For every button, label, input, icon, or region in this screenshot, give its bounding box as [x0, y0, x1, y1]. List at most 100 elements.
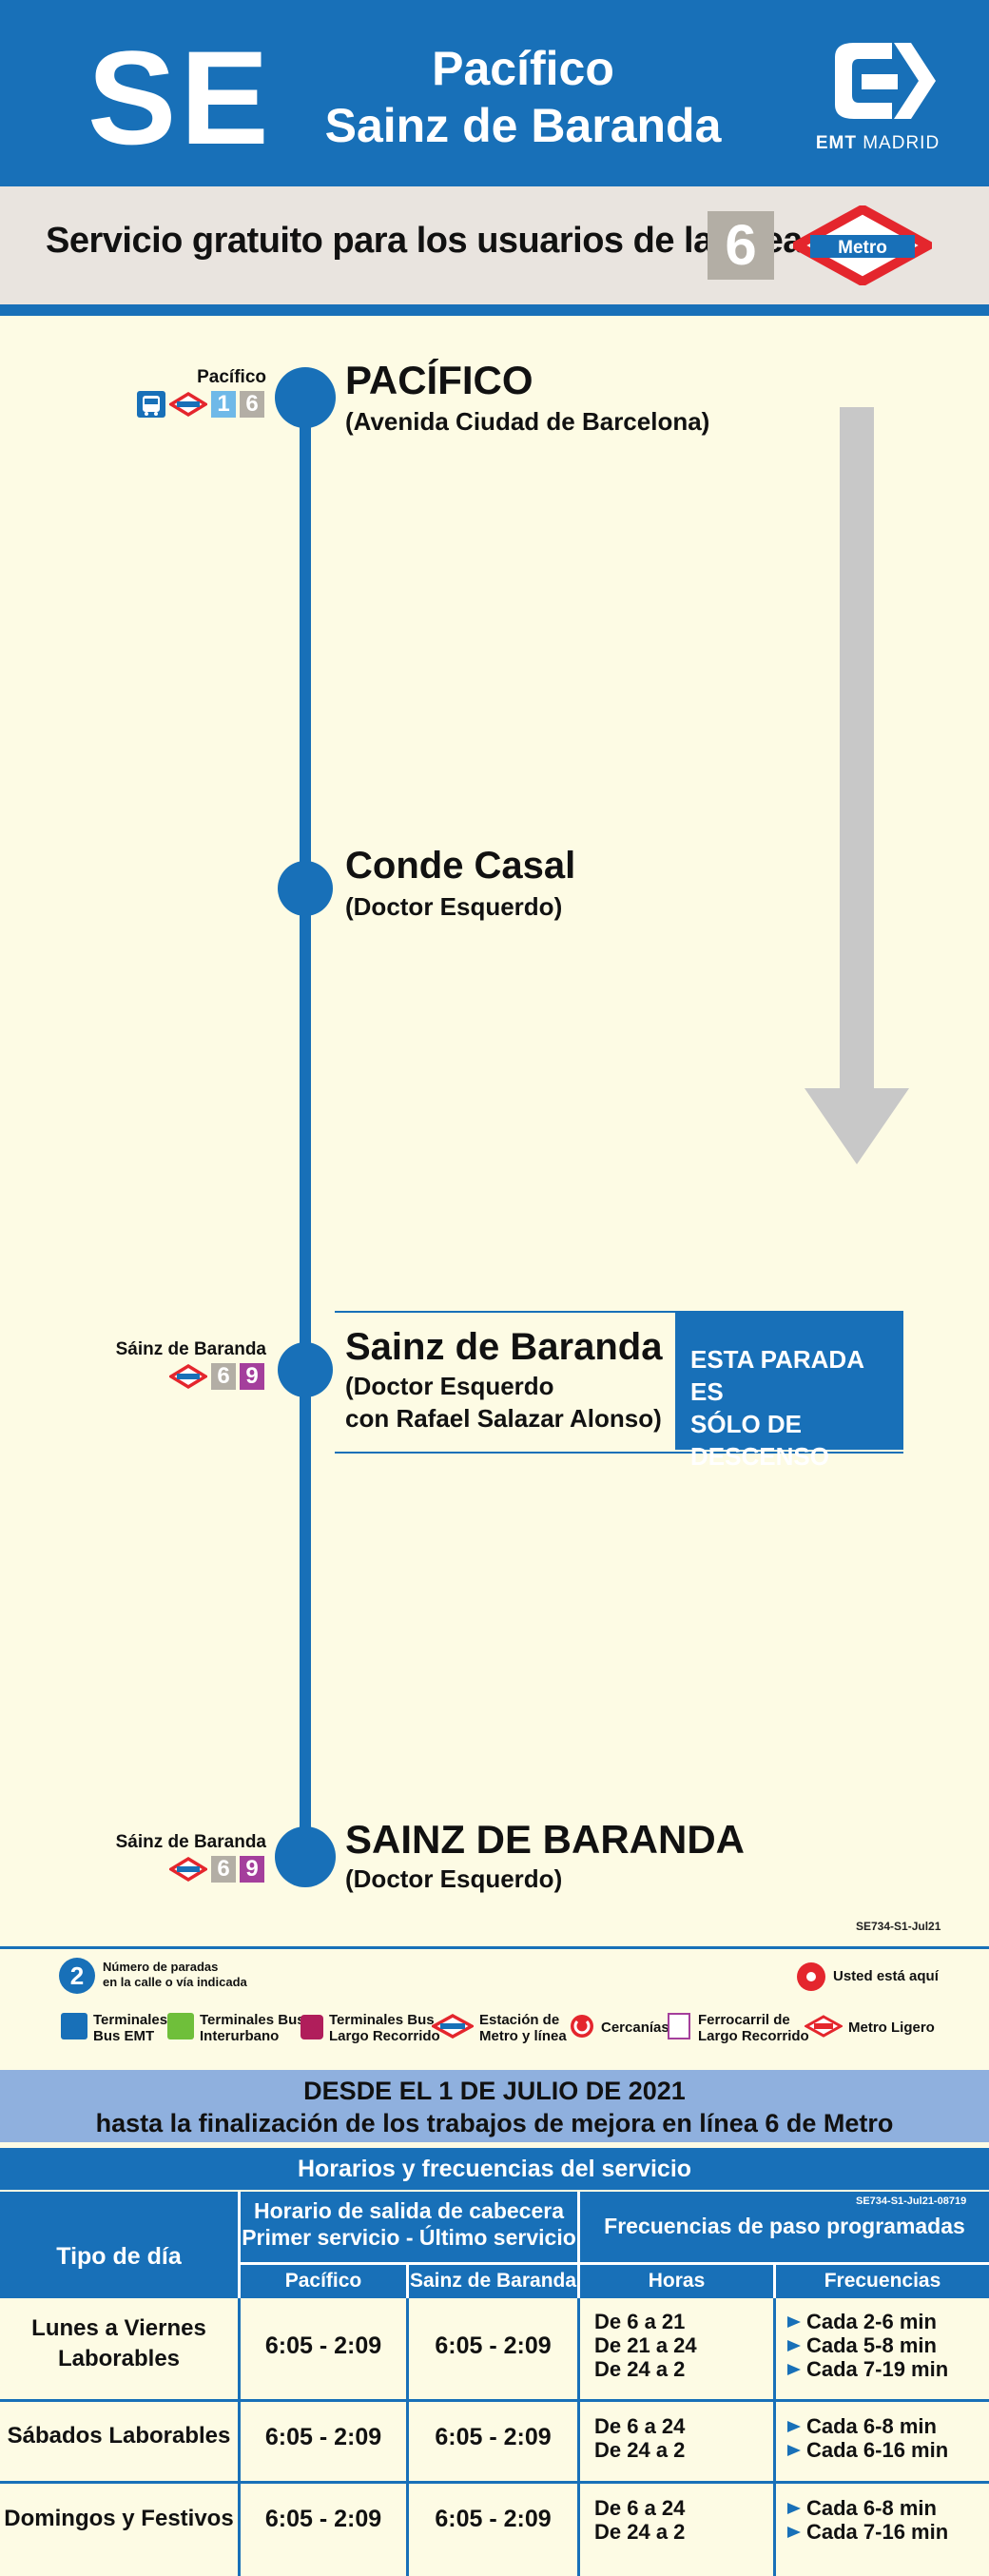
- alighting-only-note: ESTA PARADA ES SÓLO DE DESCENSO: [690, 1345, 863, 1471]
- arrow-icon: [787, 2444, 801, 2456]
- timetable-title: Horarios y frecuencias del servicio: [0, 2148, 989, 2190]
- header-divider-v: [773, 2265, 776, 2298]
- metro-line-badge: 6: [240, 391, 264, 418]
- bus-terminal-icon: [137, 391, 165, 418]
- col-frequencies: Frecuencias de paso programadas: [604, 2214, 965, 2238]
- col-sainz: Sainz de Baranda: [409, 2270, 577, 2292]
- table-cell-sainz: 6:05 - 2:09: [435, 2506, 552, 2532]
- long-distance-rail-icon: [668, 2013, 690, 2039]
- table-cell-hours: De 6 a 21 De 21 a 24 De 24 a 2: [594, 2310, 697, 2381]
- metro-line-badge: 6: [211, 1856, 236, 1883]
- svg-text:Metro: Metro: [838, 238, 887, 258]
- long-distance-bus-icon: [301, 2015, 323, 2039]
- legend-metro-ligero: Metro Ligero: [848, 2020, 935, 2036]
- legend-stops-count: Número de paradas en la calle o vía indi…: [103, 1960, 247, 1989]
- table-cell-freqs: Cada 6-8 min Cada 7-16 min: [787, 2496, 948, 2544]
- stop-name-conde-casal: Conde Casal: [345, 845, 576, 887]
- table-cell-hours: De 6 a 24 De 24 a 2: [594, 2414, 686, 2462]
- metro-station-icon: [169, 1363, 207, 1390]
- table-cell-pacifico: 6:05 - 2:09: [264, 2506, 382, 2532]
- metro-line-badge: 1: [211, 391, 236, 418]
- metro-logo-icon: Metro: [793, 205, 932, 285]
- metro-line-badge: 6: [211, 1363, 236, 1390]
- cercanias-icon: [571, 2015, 593, 2038]
- legend-cercanias: Cercanías: [601, 2020, 669, 2036]
- metro-station-icon: [169, 391, 207, 418]
- stop-street-conde-casal: (Doctor Esquerdo): [345, 892, 563, 921]
- emt-logo-icon: [835, 43, 936, 119]
- stop-name-sainz-terminal: SAINZ DE BARANDA: [345, 1817, 745, 1862]
- table-row-day: Domingos y Festivos: [4, 2506, 234, 2531]
- arrow-icon: [787, 2502, 801, 2514]
- bus-emt-icon: [61, 2013, 87, 2039]
- route-line: [300, 398, 311, 1863]
- alighting-only-box: [675, 1311, 903, 1450]
- metro-line-6-badge: 6: [708, 211, 774, 280]
- stop-street-pacifico: (Avenida Ciudad de Barcelona): [345, 407, 710, 436]
- stop-street-sainz-terminal: (Doctor Esquerdo): [345, 1864, 563, 1893]
- table-row-day: Sábados Laborables: [7, 2423, 231, 2449]
- stop-street-sainz-de-baranda: (Doctor Esquerdo con Rafael Salazar Alon…: [345, 1372, 662, 1433]
- col-divider: [773, 2298, 776, 2576]
- metro-station-icon: [169, 1856, 207, 1883]
- arrow-icon: [787, 2339, 801, 2352]
- arrow-icon: [787, 2363, 801, 2375]
- stop-dot-sainz-de-baranda: [278, 1342, 333, 1397]
- stop-dot-conde-casal: [278, 861, 333, 916]
- row-divider: [0, 2399, 989, 2402]
- header-bar: [0, 0, 989, 186]
- header-divider-v: [238, 2192, 241, 2298]
- stop-box-sainz-de-baranda: [335, 1311, 903, 1454]
- subheader-divider: [241, 2262, 989, 2265]
- metro-ligero-icon: [805, 2015, 843, 2038]
- connections-sainz: 6 9: [169, 1362, 264, 1391]
- table-row-day: Lunes a Viernes Laborables: [31, 2315, 206, 2371]
- col-departure: Horario de salida de cabecera Primer ser…: [242, 2198, 576, 2250]
- line-code: SE: [87, 23, 273, 172]
- stops-count-icon: 2: [59, 1958, 95, 1994]
- connections-pacifico: 1 6: [137, 390, 264, 419]
- connection-label-sainz-terminal: Sáinz de Baranda: [115, 1832, 266, 1852]
- header-divider: [0, 304, 989, 316]
- connection-label-pacifico: Pacífico: [197, 367, 266, 387]
- legend-you-are-here: Usted está aquí: [833, 1968, 939, 1984]
- table-cell-freqs: Cada 6-8 min Cada 6-16 min: [787, 2414, 948, 2462]
- you-are-here-icon: [797, 1962, 825, 1991]
- col-hours: Horas: [648, 2270, 706, 2292]
- col-pacifico: Pacífico: [284, 2270, 362, 2292]
- free-service-text: Servicio gratuito para los usuarios de l…: [46, 221, 803, 261]
- arrow-icon: [787, 2420, 801, 2432]
- route-title: Pacífico Sainz de Baranda: [304, 40, 742, 154]
- connections-sainz-terminal: 6 9: [169, 1855, 264, 1883]
- table-cell-pacifico: 6:05 - 2:09: [264, 2424, 382, 2450]
- direction-arrow-icon: [805, 407, 909, 1164]
- route-title-destination: Sainz de Baranda: [324, 99, 722, 152]
- stop-name-pacifico: PACÍFICO: [345, 358, 533, 402]
- header-divider-v: [577, 2192, 580, 2298]
- timetable-header: [0, 2192, 989, 2298]
- header-divider-v: [406, 2265, 409, 2298]
- operator-name: EMT MADRID: [815, 133, 941, 153]
- arrow-icon: [787, 2315, 801, 2328]
- row-divider: [0, 2481, 989, 2484]
- arrow-icon: [787, 2526, 801, 2538]
- col-divider: [406, 2298, 409, 2576]
- stop-name-sainz-de-baranda: Sainz de Baranda: [345, 1326, 663, 1368]
- metro-station-legend-icon: [432, 2014, 474, 2039]
- col-divider: [238, 2298, 241, 2576]
- table-cell-sainz: 6:05 - 2:09: [435, 2424, 552, 2450]
- connection-label-sainz: Sáinz de Baranda: [115, 1339, 266, 1359]
- table-cell-freqs: Cada 2-6 min Cada 5-8 min Cada 7-19 min: [787, 2310, 948, 2381]
- table-cell-hours: De 6 a 24 De 24 a 2: [594, 2496, 686, 2544]
- col-freq-values: Frecuencias: [824, 2270, 941, 2292]
- stop-dot-pacifico: [275, 367, 336, 428]
- metro-line-badge: 9: [240, 1856, 264, 1883]
- table-cell-pacifico: 6:05 - 2:09: [264, 2332, 382, 2359]
- col-divider: [577, 2298, 580, 2576]
- interurban-bus-icon: [167, 2013, 194, 2039]
